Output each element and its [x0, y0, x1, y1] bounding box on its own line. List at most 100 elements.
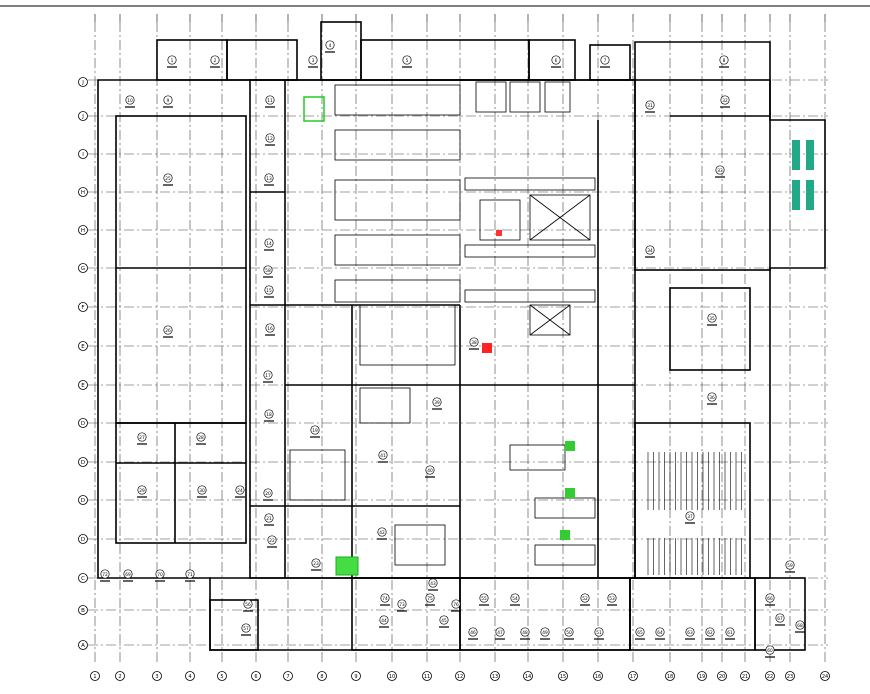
row-bubble: D: [78, 534, 88, 544]
room-number-tag: 75: [425, 593, 435, 606]
room-number-tag: 8: [719, 55, 729, 68]
row-bubble: E: [78, 341, 88, 351]
row-bubble: A: [78, 640, 88, 650]
column-bubble-label: 22: [767, 674, 773, 680]
room-number-label: 42: [379, 530, 385, 536]
machinery-zones: [289, 81, 596, 566]
room-number-tag: 54: [510, 593, 520, 606]
room-number-label: 7: [604, 58, 607, 64]
column-bubble: 10: [387, 671, 397, 681]
room-number-tag: 44: [379, 615, 389, 628]
column-bubble-label: 8: [320, 674, 323, 680]
room-number-label: 55: [481, 596, 487, 602]
column-bubble: 20: [717, 671, 727, 681]
column-bubble: 16: [593, 671, 603, 681]
row-bubble: F: [78, 302, 88, 312]
column-bubble: 1: [90, 671, 100, 681]
room-number-tag: 53: [607, 593, 617, 606]
room-number-tag: 76: [451, 599, 461, 612]
room-number-tag: 71: [185, 569, 195, 582]
room-number-tag: 29: [137, 485, 147, 498]
room-number-tag: 50: [564, 627, 574, 640]
room-number-tag: 69: [123, 569, 133, 582]
column-bubble-label: 7: [286, 674, 289, 680]
room-number-tag: 22: [267, 535, 277, 548]
column-bubble: 8: [317, 671, 327, 681]
row-bubble: J: [78, 77, 88, 87]
wall-outer-perimeter: [97, 41, 826, 651]
wall-top-hall: [360, 39, 530, 81]
room-number-label: 72: [102, 572, 108, 578]
room-number-label: 59: [787, 563, 793, 569]
wall-left-lower: [115, 422, 247, 544]
room-number-tag: 66: [765, 593, 775, 606]
tank-top-2: [509, 81, 541, 113]
wall-right-hall-upper: [634, 79, 771, 271]
column-bubble-label: 15: [560, 674, 566, 680]
room-number-label: 71: [187, 572, 193, 578]
green-equipment-top: [303, 96, 325, 122]
process-block-3: [534, 544, 596, 566]
room-number-label: 18: [266, 412, 272, 418]
room-number-tag: 48: [520, 627, 530, 640]
room-number-tag: 27: [137, 432, 147, 445]
room-number-label: 24: [237, 488, 243, 494]
room-number-label: 75: [427, 596, 433, 602]
room-number-label: 40: [427, 468, 433, 474]
row-bubble-label: F: [81, 305, 84, 311]
room-number-label: 45: [441, 618, 447, 624]
column-bubble: 4: [185, 671, 195, 681]
column-bubble: 11: [422, 671, 432, 681]
room-number-label: 70: [157, 572, 163, 578]
column-bubble-label: 3: [155, 674, 158, 680]
room-number-label: 29: [139, 488, 145, 494]
room-block-low: [394, 524, 446, 566]
row-bubble: H: [78, 225, 88, 235]
room-number-tag: 64: [655, 627, 665, 640]
column-bubble: 22: [765, 671, 775, 681]
column-bubble: 12: [455, 671, 465, 681]
room-number-tag: 9: [163, 95, 173, 108]
column-bubble: 13: [490, 671, 500, 681]
process-block-1: [509, 444, 566, 471]
wall-left-warehouse: [115, 115, 247, 424]
room-number-label: 10: [127, 98, 133, 104]
room-number-label: 69: [125, 572, 131, 578]
building-walls: [97, 21, 826, 651]
room-number-tag: 23: [311, 558, 321, 571]
row-bubble-label: H: [81, 190, 85, 196]
room-number-tag: 42: [377, 527, 387, 540]
room-number-label: 8: [723, 58, 726, 64]
accent-details: [303, 96, 814, 576]
tank-square-2: [529, 194, 591, 241]
room-number-label: 68: [797, 623, 803, 629]
room-number-label: 11: [267, 98, 273, 104]
row-bubble: D: [78, 457, 88, 467]
room-number-label: 60: [767, 648, 773, 654]
row-bubble: H: [78, 187, 88, 197]
room-number-tag: 62: [705, 627, 715, 640]
row-bubble-label: D: [81, 460, 85, 466]
room-number-label: 32: [722, 98, 728, 104]
room-number-tag: 35: [707, 313, 717, 326]
column-bubble-label: 14: [525, 674, 531, 680]
room-number-label: 43: [430, 581, 436, 587]
room-number-label: 13: [266, 176, 272, 182]
room-number-tag: 24: [235, 485, 245, 498]
room-number-tag: 17: [263, 370, 273, 383]
column-bubble-label: 2: [118, 674, 121, 680]
room-number-tag: 30: [197, 485, 207, 498]
room-number-label: 66: [767, 596, 773, 602]
row-bubble: E: [78, 380, 88, 390]
row-bubble-label: J: [81, 80, 84, 86]
column-bubble: 15: [558, 671, 568, 681]
room-number-tag: 68: [795, 620, 805, 633]
column-bubble: 2: [115, 671, 125, 681]
green-valve-1: [565, 441, 575, 451]
conveyor-block-2: [464, 244, 596, 258]
row-bubble-label: G: [81, 266, 85, 272]
room-number-label: 62: [707, 630, 713, 636]
room-number-tag: 65: [635, 627, 645, 640]
